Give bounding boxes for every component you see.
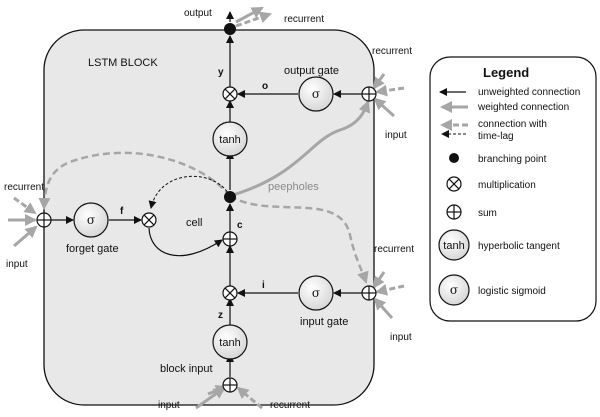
legend-item-sigmoid: logistic sigmoid: [478, 286, 546, 297]
peephole-paths: [229, 100, 371, 198]
legend-branch-icon: [449, 153, 459, 163]
label-c: c: [237, 220, 243, 231]
svg-text:σ: σ: [312, 286, 320, 300]
label-cell: cell: [186, 217, 203, 229]
output-tanh-node: tanh: [212, 121, 248, 157]
forget-gate-sum: [36, 212, 52, 228]
label-output-gate: output gate: [284, 65, 339, 77]
legend-item-tanh: hyperbolic tangent: [478, 241, 560, 252]
label-o: o: [262, 81, 268, 92]
legend-item-sum: sum: [478, 208, 497, 219]
block-input-tanh-node: tanh: [212, 324, 248, 360]
label-forget-gate: forget gate: [66, 243, 119, 255]
main-connections: [51, 11, 364, 377]
forget-multiplication: [141, 212, 157, 228]
svg-text:σ: σ: [450, 283, 458, 297]
label-input-bottom: input: [158, 400, 180, 411]
legend-multiplication-icon: [446, 176, 462, 192]
label-y: y: [218, 67, 224, 78]
label-recurrent-og: recurrent: [372, 46, 412, 57]
label-input-fg: input: [6, 259, 28, 270]
legend-sum-icon: [446, 204, 462, 220]
svg-text:σ: σ: [87, 213, 95, 227]
block-input-sum: [222, 377, 238, 393]
label-recurrent-top: recurrent: [284, 14, 324, 25]
output-gate-sum: [361, 86, 377, 102]
output-gate-node: σ: [298, 76, 334, 112]
legend-item-branch: branching point: [478, 154, 547, 165]
label-f: f: [120, 206, 124, 217]
label-recurrent-bottom: recurrent: [270, 400, 310, 411]
output-branch-point: [224, 23, 236, 35]
legend-tanh-icon: tanh: [438, 229, 470, 261]
input-multiplication: [222, 285, 238, 301]
svg-text:σ: σ: [312, 87, 320, 101]
legend-item-multiplication: multiplication: [478, 180, 536, 191]
cell-sum: [222, 231, 238, 247]
legend-item-unweighted: unweighted connection: [478, 87, 580, 98]
label-recurrent-ig: recurrent: [374, 244, 414, 255]
legend-title: Legend: [483, 65, 529, 80]
label-output: output: [184, 8, 212, 19]
legend-item-weighted: weighted connection: [477, 102, 569, 113]
weighted-inputs: [8, 6, 405, 410]
label-block-input: block input: [160, 363, 213, 375]
label-input-gate: input gate: [300, 316, 348, 328]
block-title: LSTM BLOCK: [88, 57, 158, 69]
cell-timelag: [148, 175, 231, 209]
output-multiplication: [222, 86, 238, 102]
svg-text:tanh: tanh: [219, 337, 240, 349]
svg-text:tanh: tanh: [219, 134, 240, 146]
input-gate-node: σ: [298, 275, 334, 311]
label-z: z: [218, 310, 223, 321]
input-gate-sum: [361, 285, 377, 301]
svg-text:tanh: tanh: [443, 240, 464, 252]
label-input-og: input: [385, 130, 407, 141]
legend-sigmoid-icon: σ: [438, 274, 470, 306]
legend-item-timelag: connection with: [478, 119, 547, 130]
label-recurrent-fg: recurrent: [4, 182, 44, 193]
label-input-ig: input: [390, 332, 412, 343]
cell-branch-point: [224, 191, 236, 203]
label-peepholes: peepholes: [268, 181, 319, 193]
forget-gate-node: σ: [73, 202, 109, 238]
label-i: i: [262, 280, 265, 291]
legend: Legend unweighted connection weighted co…: [429, 56, 597, 322]
legend-item-timelag-2: time-lag: [478, 131, 514, 142]
time-lag-paths: [38, 151, 369, 284]
